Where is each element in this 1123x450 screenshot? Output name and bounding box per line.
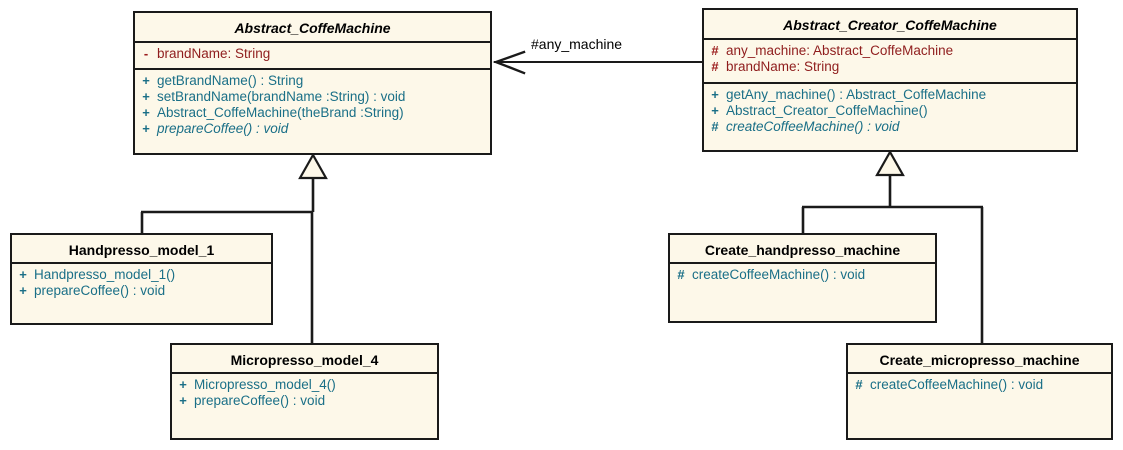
method-signature: getAny_machine() : Abstract_CoffeMachine [726, 87, 987, 102]
visibility-marker: + [142, 105, 150, 120]
method-signature: Abstract_Creator_CoffeMachine() [726, 103, 928, 118]
method-signature: prepareCoffee() : void [194, 393, 326, 408]
class-box-create-micropresso-machine[interactable]: Create_micropresso_machine # createCoffe… [846, 343, 1113, 440]
association-label-any-machine: #any_machine [531, 36, 623, 52]
visibility-marker: + [711, 87, 719, 102]
visibility-marker: # [711, 43, 719, 58]
visibility-marker: + [142, 89, 150, 104]
attribute-row: # brandName: String [704, 59, 1076, 75]
class-methods-abstract-coffemachine: + getBrandName() : String + setBrandName… [135, 70, 490, 140]
method-signature: setBrandName(brandName :String) : void [157, 89, 406, 104]
method-row: + Abstract_CoffeMachine(theBrand :String… [135, 105, 490, 121]
attribute-signature: brandName: String [726, 59, 840, 74]
attribute-row: # any_machine: Abstract_CoffeMachine [704, 43, 1076, 59]
visibility-marker: + [711, 103, 719, 118]
method-row: + Handpresso_model_1() [12, 267, 271, 283]
method-row: + Micropresso_model_4() [172, 377, 437, 393]
method-signature: Abstract_CoffeMachine(theBrand :String) [157, 105, 404, 120]
class-title-abstract-coffemachine: Abstract_CoffeMachine [135, 13, 490, 43]
visibility-marker: # [855, 377, 863, 392]
class-title-micropresso-model-4: Micropresso_model_4 [172, 345, 437, 374]
visibility-marker: + [179, 377, 187, 392]
method-signature: createCoffeeMachine() : void [726, 119, 900, 134]
attribute-signature: brandName: String [157, 46, 271, 61]
method-row: # createCoffeeMachine() : void [670, 267, 935, 283]
visibility-marker: # [677, 267, 685, 282]
method-signature: createCoffeeMachine() : void [870, 377, 1044, 392]
attribute-row: - brandName: String [135, 46, 490, 62]
class-title-abstract-creator-coffemachine: Abstract_Creator_CoffeMachine [704, 10, 1076, 40]
method-signature: prepareCoffee() : void [157, 121, 289, 136]
visibility-marker: + [142, 73, 150, 88]
class-methods-abstract-creator-coffemachine: + getAny_machine() : Abstract_CoffeMachi… [704, 84, 1076, 138]
class-title-create-micropresso-machine: Create_micropresso_machine [848, 345, 1111, 374]
attribute-signature: any_machine: Abstract_CoffeMachine [726, 43, 954, 58]
class-box-create-handpresso-machine[interactable]: Create_handpresso_machine # createCoffee… [668, 233, 937, 323]
class-methods-create-handpresso-machine: # createCoffeeMachine() : void [670, 264, 935, 286]
method-row: + prepareCoffee() : void [135, 121, 490, 137]
method-row: + prepareCoffee() : void [172, 393, 437, 409]
association-any-machine [492, 50, 702, 75]
class-title-create-handpresso-machine: Create_handpresso_machine [670, 235, 935, 264]
class-methods-handpresso-model-1: + Handpresso_model_1() + prepareCoffee()… [12, 264, 271, 302]
visibility-marker: + [179, 393, 187, 408]
method-row: + Abstract_Creator_CoffeMachine() [704, 103, 1076, 119]
method-signature: getBrandName() : String [157, 73, 304, 88]
method-signature: createCoffeeMachine() : void [692, 267, 866, 282]
visibility-marker: # [711, 59, 719, 74]
method-signature: prepareCoffee() : void [34, 283, 166, 298]
class-box-abstract-creator-coffemachine[interactable]: Abstract_Creator_CoffeMachine # any_mach… [702, 8, 1078, 152]
class-box-micropresso-model-4[interactable]: Micropresso_model_4 + Micropresso_model_… [170, 343, 439, 440]
method-row: # createCoffeeMachine() : void [704, 119, 1076, 135]
class-methods-micropresso-model-4: + Micropresso_model_4() + prepareCoffee(… [172, 374, 437, 412]
class-title-handpresso-model-1: Handpresso_model_1 [12, 235, 271, 264]
method-row: + setBrandName(brandName :String) : void [135, 89, 490, 105]
method-signature: Micropresso_model_4() [194, 377, 336, 392]
visibility-marker: + [19, 283, 27, 298]
method-signature: Handpresso_model_1() [34, 267, 176, 282]
visibility-marker: + [19, 267, 27, 282]
visibility-marker: # [711, 119, 719, 134]
visibility-marker: + [142, 121, 150, 136]
method-row: + getBrandName() : String [135, 73, 490, 89]
class-attributes-abstract-creator-coffemachine: # any_machine: Abstract_CoffeMachine # b… [704, 40, 1076, 84]
method-row: + prepareCoffee() : void [12, 283, 271, 299]
method-row: + getAny_machine() : Abstract_CoffeMachi… [704, 87, 1076, 103]
class-methods-create-micropresso-machine: # createCoffeeMachine() : void [848, 374, 1111, 396]
method-row: # createCoffeeMachine() : void [848, 377, 1111, 393]
class-box-handpresso-model-1[interactable]: Handpresso_model_1 + Handpresso_model_1(… [10, 233, 273, 325]
visibility-marker: - [143, 46, 149, 61]
class-attributes-abstract-coffemachine: - brandName: String [135, 43, 490, 70]
class-box-abstract-coffemachine[interactable]: Abstract_CoffeMachine - brandName: Strin… [133, 11, 492, 155]
